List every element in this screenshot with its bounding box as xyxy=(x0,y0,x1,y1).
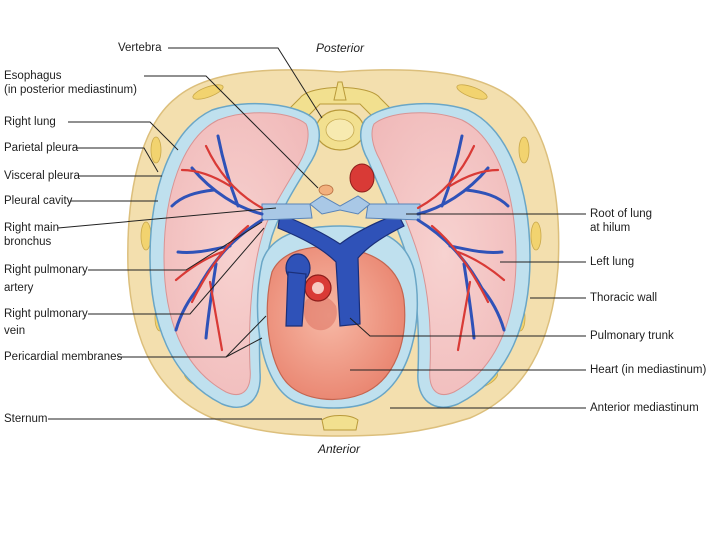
right-lung-label: Right lung xyxy=(4,116,56,129)
right-pulmonary-vein-label-line2: vein xyxy=(4,325,25,338)
esophagus xyxy=(319,185,333,195)
parietal-pleura-label: Parietal pleura xyxy=(4,142,78,155)
sternum-label: Sternum xyxy=(4,413,47,426)
esophagus-label-line2: (in posterior mediastinum) xyxy=(4,84,137,97)
right-pulmonary-artery-label-line1: Right pulmonary xyxy=(4,264,88,277)
pulmonary-trunk-label: Pulmonary trunk xyxy=(590,330,674,343)
right-main-bronchus-label-line1: Right main xyxy=(4,222,59,235)
pleural-cavity-label: Pleural cavity xyxy=(4,195,72,208)
right-pulmonary-artery-label-line2: artery xyxy=(4,282,33,295)
root-of-lung-label-line1: Root of lung xyxy=(590,208,652,221)
descending-aorta xyxy=(350,164,374,192)
pericardial-membranes-label: Pericardial membranes xyxy=(4,351,122,364)
right-pulmonary-vein-label-line1: Right pulmonary xyxy=(4,308,88,321)
anterior-label: Anterior xyxy=(318,443,360,456)
right-main-bronchus-label-line2: bronchus xyxy=(4,236,51,249)
sternum xyxy=(322,416,358,431)
vertebra-label: Vertebra xyxy=(118,42,161,55)
left-lung-label: Left lung xyxy=(590,256,634,269)
aorta xyxy=(305,275,331,301)
anterior-mediastinum-label: Anterior mediastinum xyxy=(590,402,699,415)
visceral-pleura-label: Visceral pleura xyxy=(4,170,80,183)
root-of-lung-label-line2: at hilum xyxy=(590,222,630,235)
thoracic-wall-label: Thoracic wall xyxy=(590,292,657,305)
esophagus-label-line1: Esophagus xyxy=(4,70,62,83)
posterior-label: Posterior xyxy=(316,42,364,55)
heart-label: Heart (in mediastinum) xyxy=(590,364,706,377)
